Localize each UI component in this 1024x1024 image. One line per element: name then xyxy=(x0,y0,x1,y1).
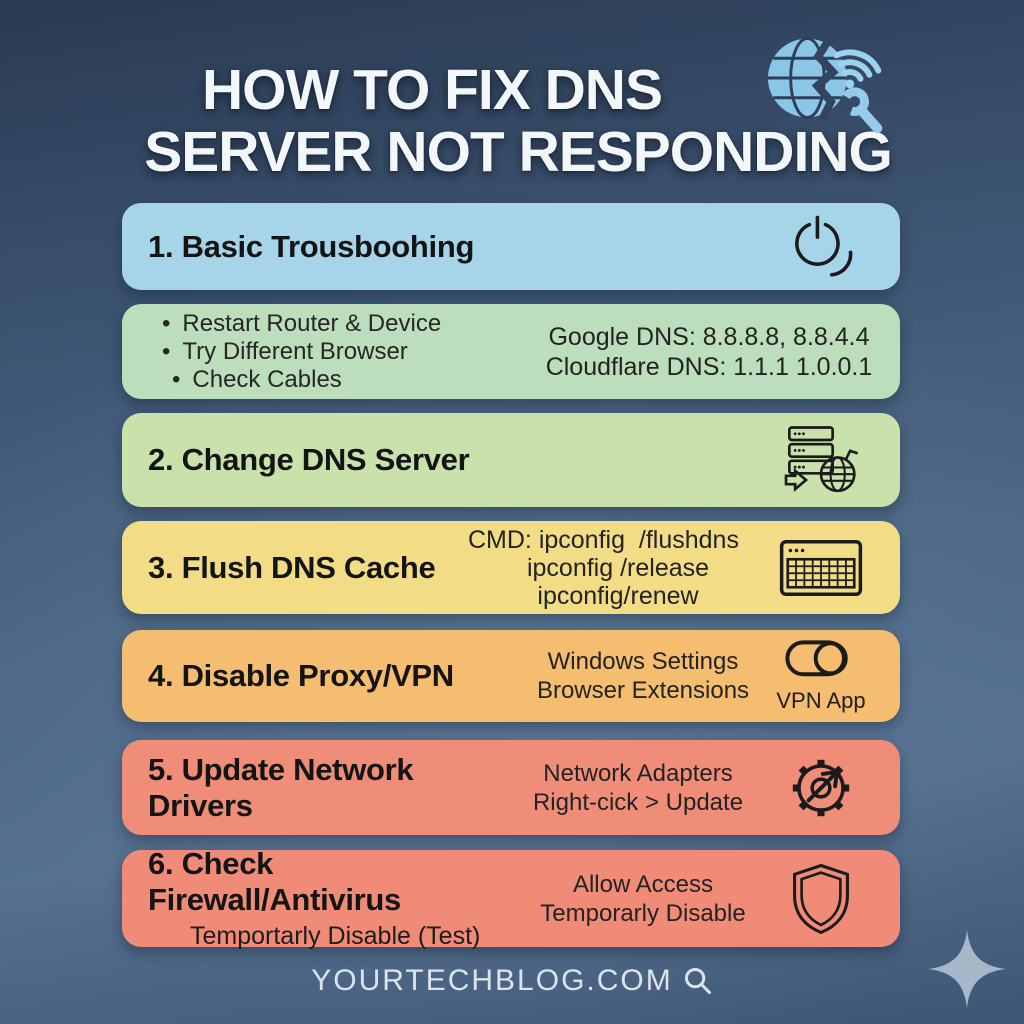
settings-line: Browser Extensions xyxy=(536,677,750,704)
step-4-disable-proxy-vpn: 4. Disable Proxy/VPN Windows Settings Br… xyxy=(122,630,900,722)
google-dns-line: Google DNS: 8.8.8.8, 8.8.4.4 xyxy=(548,322,870,351)
cmd-line: ipconfig/renew xyxy=(537,581,699,610)
page-title-line1: HOW TO FIX DNS xyxy=(202,58,663,123)
vpn-app-label: VPN App xyxy=(776,688,866,713)
proxy-settings-text: Windows Settings Browser Extensions xyxy=(518,647,768,705)
step-heading: 6. Check Firewall/Antivirus xyxy=(148,846,401,917)
firewall-line: Temporarly Disable xyxy=(540,899,746,927)
step-heading: 3. Flush DNS Cache xyxy=(148,549,436,585)
step-heading: 5. Update Network Drivers xyxy=(148,751,414,823)
step-5-update-network-drivers: 5. Update Network Drivers Network Adapte… xyxy=(122,740,900,835)
list-item: Try Different Browser xyxy=(162,338,544,366)
driver-line: Network Adapters xyxy=(543,759,733,787)
step-heading: 4. Disable Proxy/VPN xyxy=(148,658,454,693)
site-name: YOURTECHBLOG.COM xyxy=(311,964,673,997)
sparkle-icon xyxy=(928,930,1006,1008)
settings-line: Windows Settings xyxy=(547,648,739,675)
cmd-commands: CMD: ipconfig /flushdns ipconfig /releas… xyxy=(468,526,768,610)
basic-tips-panel: Restart Router & Device Try Different Br… xyxy=(122,304,900,399)
page-title: HOW TO FIX DNS SERVER NOT RESPONDING xyxy=(0,59,1024,183)
shield-icon xyxy=(793,863,849,934)
step-1-basic-troubleshooting: 1. Basic Trousboohing xyxy=(122,203,900,290)
list-item: Restart Router & Device xyxy=(162,310,544,338)
toggle-switch-icon xyxy=(785,640,848,677)
list-item: Check Cables xyxy=(172,366,544,394)
cmd-line: ipconfig /release xyxy=(526,553,710,582)
driver-line: Right-cick > Update xyxy=(532,788,744,816)
power-restart-icon xyxy=(795,215,853,277)
step-2-change-dns-server: 2. Change DNS Server xyxy=(122,413,900,507)
step-subheading: Temportarly Disable (Test) xyxy=(190,922,481,950)
keyboard-icon xyxy=(779,539,863,596)
step-heading: 1. Basic Trousboohing xyxy=(148,228,475,264)
firewall-line: Allow Access xyxy=(572,870,714,898)
step-6-check-firewall-antivirus: 6. Check Firewall/Antivirus Temportarly … xyxy=(122,846,900,950)
dns-addresses: Google DNS: 8.8.8.8, 8.8.4.4 Cloudflare … xyxy=(544,322,874,382)
search-icon xyxy=(684,967,711,995)
page-title-line2: SERVER NOT RESPONDING xyxy=(144,120,893,185)
broken-globe-wrench-wifi-icon xyxy=(767,34,883,134)
firewall-text: Allow Access Temporarly Disable xyxy=(518,870,768,928)
dns-server-globe-icon xyxy=(784,426,859,493)
gear-update-icon xyxy=(792,759,850,816)
tips-list: Restart Router & Device Try Different Br… xyxy=(148,310,544,394)
footer: YOURTECHBLOG.COM xyxy=(0,964,1024,998)
cmd-line: CMD: ipconfig /flushdns xyxy=(468,525,739,554)
cloudflare-dns-line: Cloudflare DNS: 1.1.1 1.0.0.1 xyxy=(545,352,873,381)
step-heading: 2. Change DNS Server xyxy=(148,442,470,477)
driver-update-text: Network Adapters Right-cick > Update xyxy=(508,759,768,817)
step-3-flush-dns-cache: 3. Flush DNS Cache CMD: ipconfig /flushd… xyxy=(122,521,900,614)
